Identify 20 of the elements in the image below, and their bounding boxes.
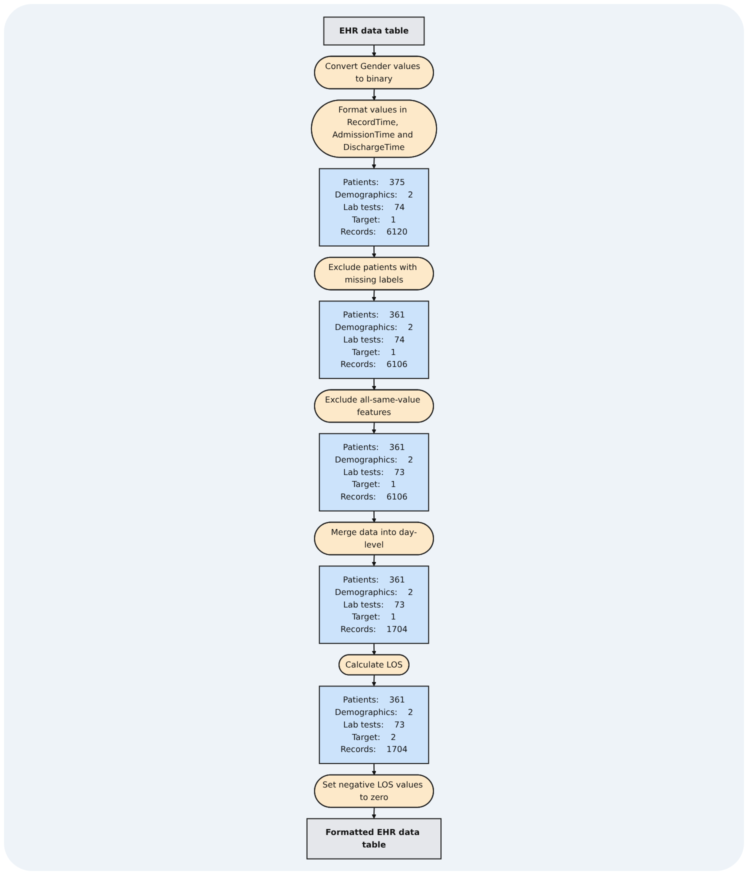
node-box: EHR data table <box>323 16 425 45</box>
arrow <box>372 378 376 390</box>
node-box: Patients: 361 Demographics: 2 Lab tests: 73 Target: 1 Records: 6106 <box>318 432 430 511</box>
node-box: Patients: 375 Demographics: 2 Lab tests: 74 Target: 1 Records: 6120 <box>318 168 430 246</box>
arrow <box>372 510 376 522</box>
node-box: Patients: 361 Demographics: 2 Lab tests: 73 Target: 2 Records: 1704 <box>318 685 430 764</box>
arrow <box>372 44 376 56</box>
arrow <box>372 642 376 655</box>
node-box: Patients: 361 Demographics: 2 Lab tests: 74 Target: 1 Records: 6106 <box>318 300 430 378</box>
arrow <box>372 246 376 258</box>
arrow <box>372 674 376 686</box>
node-box: Formatted EHR data table <box>306 818 442 859</box>
arrow <box>372 763 376 775</box>
node-box: Patients: 361 Demographics: 2 Lab tests: 73 Target: 1 Records: 1704 <box>318 565 430 644</box>
arrow <box>372 157 376 168</box>
arrow <box>372 88 376 100</box>
arrow <box>372 807 376 818</box>
arrow <box>372 422 376 434</box>
arrow <box>372 290 376 301</box>
arrow <box>372 554 376 566</box>
